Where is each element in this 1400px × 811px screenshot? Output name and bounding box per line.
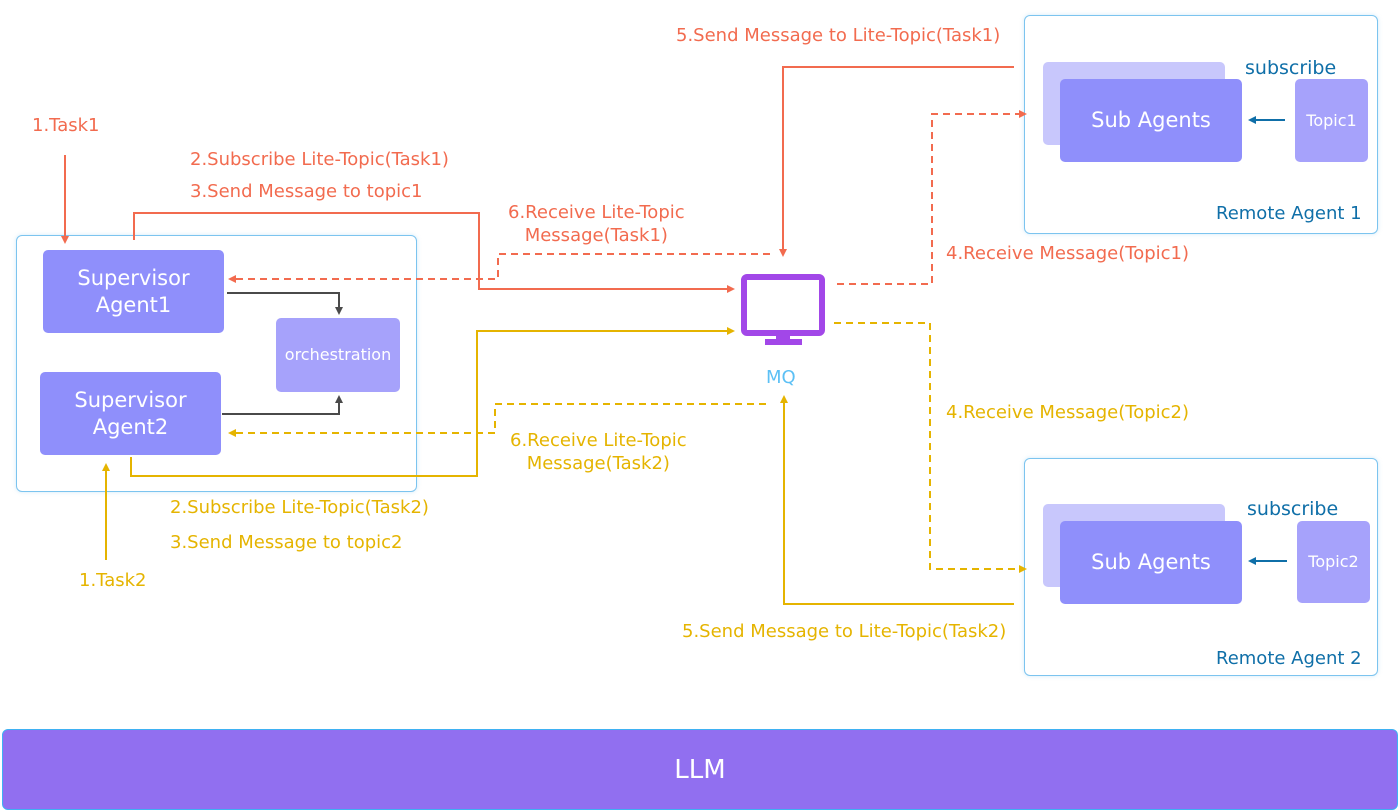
sub-agents-1[interactable]: Sub Agents	[1060, 79, 1242, 162]
task1-step6-label: 6.Receive Lite-Topic Message(Task1)	[508, 202, 685, 247]
topic-1-label: Topic1	[1306, 110, 1357, 130]
task1-step5-label: 5.Send Message to Lite-Topic(Task1)	[676, 25, 1001, 46]
task2-step3-label: 3.Send Message to topic2	[170, 532, 403, 553]
remote-agent-2-title: Remote Agent 2	[1216, 648, 1362, 669]
task1-step6-line2: Message(Task1)	[524, 224, 668, 246]
subscribe-2-label: subscribe	[1247, 498, 1339, 520]
task1-step1-label: 1.Task1	[32, 115, 100, 136]
task2-step6-line2: Message(Task2)	[526, 452, 670, 474]
task2-step1-label: 1.Task2	[79, 570, 147, 591]
task2-step4-label: 4.Receive Message(Topic2)	[946, 402, 1190, 423]
sub-agents-2-label: Sub Agents	[1091, 550, 1211, 575]
task2-step6-label: 6.Receive Lite-Topic Message(Task2)	[510, 430, 687, 475]
task1-step2-label: 2.Subscribe Lite-Topic(Task1)	[190, 149, 449, 170]
orchestration-box[interactable]: orchestration	[276, 318, 400, 392]
topic-2-label: Topic2	[1308, 552, 1359, 571]
supervisor-agent-2-line1: Supervisor	[74, 388, 187, 413]
task1-step3-label: 3.Send Message to topic1	[190, 181, 423, 202]
monitor-icon	[741, 274, 825, 345]
sub-agents-2[interactable]: Sub Agents	[1060, 521, 1242, 604]
remote-agent-1-title: Remote Agent 1	[1216, 203, 1362, 224]
topic-2-box[interactable]: Topic2	[1297, 521, 1370, 603]
mq-label: MQ	[766, 367, 796, 388]
llm-label: LLM	[674, 754, 726, 785]
orchestration-label: orchestration	[284, 345, 392, 364]
llm-bar[interactable]: LLM	[2, 729, 1398, 810]
supervisor-agent-1-line1: Supervisor	[77, 266, 190, 291]
arrow-send-lite-topic-task2	[780, 395, 1014, 605]
subscribe-1-label: subscribe	[1245, 57, 1337, 79]
supervisor-agent-2[interactable]: Supervisor Agent2	[40, 372, 221, 455]
supervisor-agent-1[interactable]: Supervisor Agent1	[43, 250, 224, 333]
topic-1-box[interactable]: Topic1	[1295, 79, 1368, 162]
sub-agents-1-label: Sub Agents	[1091, 108, 1211, 133]
supervisor-agent-1-line2: Agent1	[95, 292, 172, 317]
task1-step4-label: 4.Receive Message(Topic1)	[946, 243, 1190, 264]
arrow-send-lite-topic-task1	[779, 66, 1014, 257]
task2-step5-label: 5.Send Message to Lite-Topic(Task2)	[682, 621, 1007, 642]
arrow-receive-topic2	[834, 322, 1027, 573]
task2-step2-label: 2.Subscribe Lite-Topic(Task2)	[170, 497, 429, 518]
task1-step6-line1: 6.Receive Lite-Topic	[508, 202, 685, 223]
supervisor-agent-2-line2: Agent2	[92, 414, 169, 439]
task2-step6-line1: 6.Receive Lite-Topic	[510, 430, 687, 451]
